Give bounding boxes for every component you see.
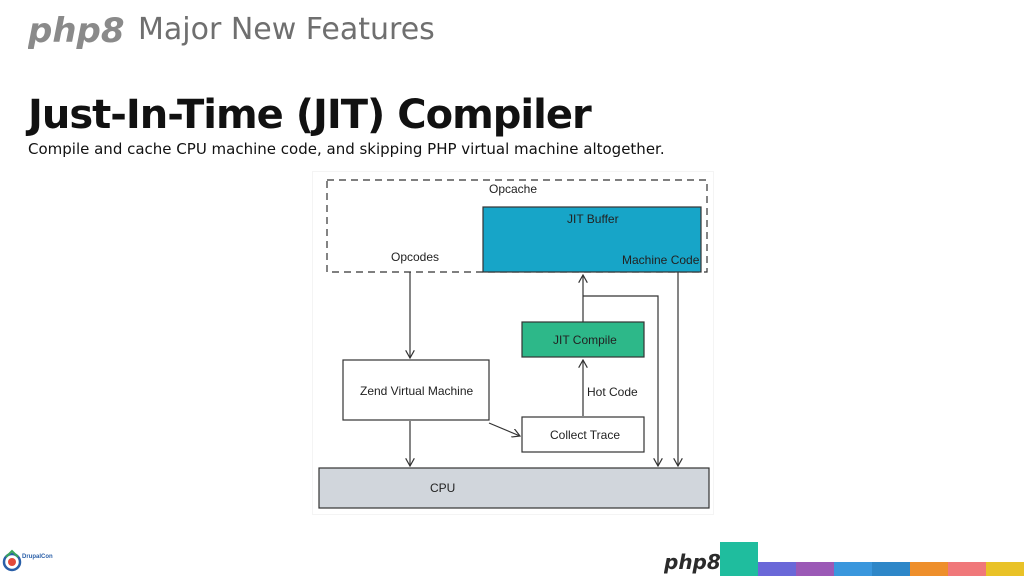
color-bar-3 — [796, 562, 834, 576]
drupalcon-logo — [2, 549, 22, 572]
php8-footer-logo-text: php8 — [664, 550, 720, 574]
footer-color-strip — [720, 542, 1024, 576]
color-bar-7 — [948, 562, 986, 576]
collect-trace-label: Collect Trace — [550, 428, 620, 442]
cpu-label: CPU — [430, 481, 455, 495]
drupalcon-logo-text: DrupalCon — [22, 554, 53, 560]
section-subtitle: Major New Features — [138, 12, 435, 47]
machine-code-label: Machine Code — [622, 253, 700, 267]
zend-vm-label: Zend Virtual Machine — [360, 384, 474, 398]
color-bar-1 — [720, 542, 758, 576]
opcache-label: Opcache — [489, 182, 537, 196]
collect-trace-box — [521, 416, 645, 453]
cpu-box — [318, 467, 710, 509]
jit-diagram: Opcache Opcodes JIT Buffer Machine Code … — [313, 172, 713, 514]
jit-buffer-box — [482, 206, 702, 273]
jit-compile-label: JIT Compile — [553, 333, 617, 347]
slide-description: Compile and cache CPU machine code, and … — [28, 140, 665, 158]
php8-logo: php8 — [28, 11, 125, 50]
color-bar-5 — [872, 562, 910, 576]
opcodes-label: Opcodes — [391, 250, 439, 264]
slide-title: Just-In-Time (JIT) Compiler — [28, 92, 592, 138]
color-bar-2 — [758, 562, 796, 576]
arrow-branch-to-cpu — [583, 295, 658, 466]
php8-footer-logo: php8 — [664, 550, 720, 574]
color-bar-6 — [910, 562, 948, 576]
color-bar-8 — [986, 562, 1024, 576]
jit-buffer-label: JIT Buffer — [567, 212, 619, 226]
php8-logo-text: php8 — [28, 11, 125, 50]
color-bar-4 — [834, 562, 872, 576]
jit-diagram-svg: Opcache Opcodes JIT Buffer Machine Code … — [318, 179, 710, 509]
hot-code-label: Hot Code — [587, 385, 638, 399]
jit-compile-box — [521, 321, 645, 358]
arrow-zend-to-collect-trace — [488, 422, 520, 436]
zend-vm-box — [342, 359, 490, 421]
